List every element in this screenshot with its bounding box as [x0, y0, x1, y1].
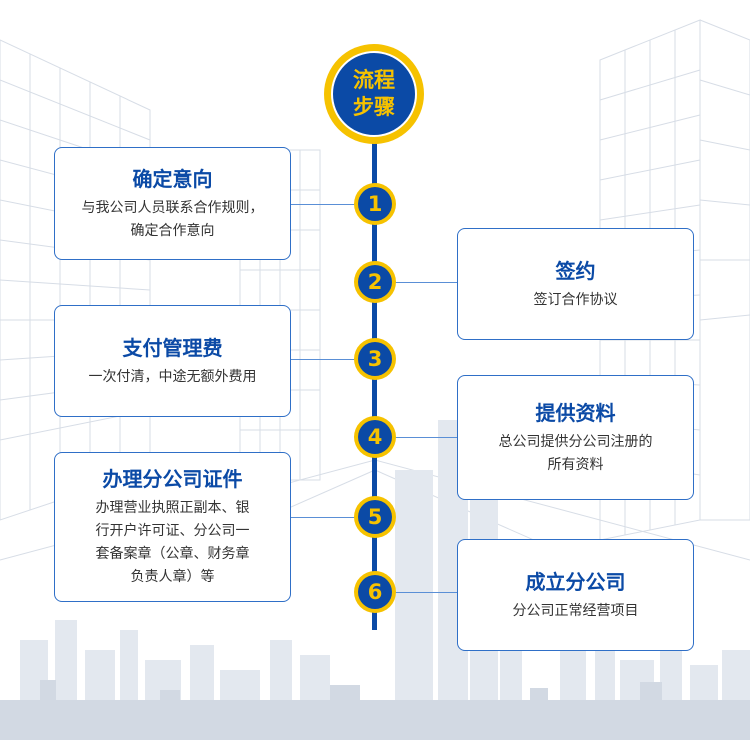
step-number: 6 — [358, 575, 392, 609]
step-number-marker: 6 — [354, 571, 396, 613]
step-number-marker: 1 — [354, 183, 396, 225]
connector-line — [290, 204, 356, 205]
step-card-3: 支付管理费 一次付清，中途无额外费用 — [54, 305, 291, 417]
step-number-marker: 4 — [354, 416, 396, 458]
connector-line — [290, 517, 356, 518]
connector-line — [394, 282, 458, 283]
step-description: 签订合作协议 — [533, 291, 618, 308]
step-number-marker: 2 — [354, 261, 396, 303]
title-badge: 流程 步骤 — [324, 44, 424, 144]
step-number-marker: 3 — [354, 338, 396, 380]
step-number: 4 — [358, 420, 392, 454]
title-badge-inner: 流程 步骤 — [331, 51, 417, 137]
step-number: 5 — [358, 500, 392, 534]
step-number: 2 — [358, 265, 392, 299]
step-card-5: 办理分公司证件 办理营业执照正副本、银 行开户许可证、分公司一 套备案章（公章、… — [54, 452, 291, 602]
step-title: 支付管理费 — [122, 335, 223, 360]
step-description: 分公司正常经营项目 — [512, 602, 639, 619]
title-line-2: 步骤 — [353, 95, 395, 119]
step-title: 确定意向 — [132, 166, 213, 191]
connector-line — [290, 359, 356, 360]
title-line-1: 流程 — [353, 68, 395, 92]
step-card-1: 确定意向 与我公司人员联系合作规则， 确定合作意向 — [54, 147, 291, 260]
step-number: 3 — [358, 342, 392, 376]
step-card-4: 提供资料 总公司提供分公司注册的 所有资料 — [457, 375, 694, 500]
step-number: 1 — [358, 187, 392, 221]
step-title: 签约 — [555, 258, 596, 283]
connector-line — [394, 592, 458, 593]
step-card-6: 成立分公司 分公司正常经营项目 — [457, 539, 694, 651]
step-title: 办理分公司证件 — [102, 467, 243, 491]
step-card-2: 签约 签订合作协议 — [457, 228, 694, 340]
step-number-marker: 5 — [354, 496, 396, 538]
step-description: 办理营业执照正副本、银 行开户许可证、分公司一 套备案章（公章、财务章 负责人章… — [95, 500, 250, 585]
step-description: 总公司提供分公司注册的 所有资料 — [498, 433, 653, 473]
step-title: 成立分公司 — [525, 569, 626, 594]
step-description: 与我公司人员联系合作规则， 确定合作意向 — [81, 199, 264, 239]
connector-line — [394, 437, 458, 438]
step-title: 提供资料 — [535, 400, 616, 425]
step-description: 一次付清，中途无额外费用 — [88, 368, 257, 385]
